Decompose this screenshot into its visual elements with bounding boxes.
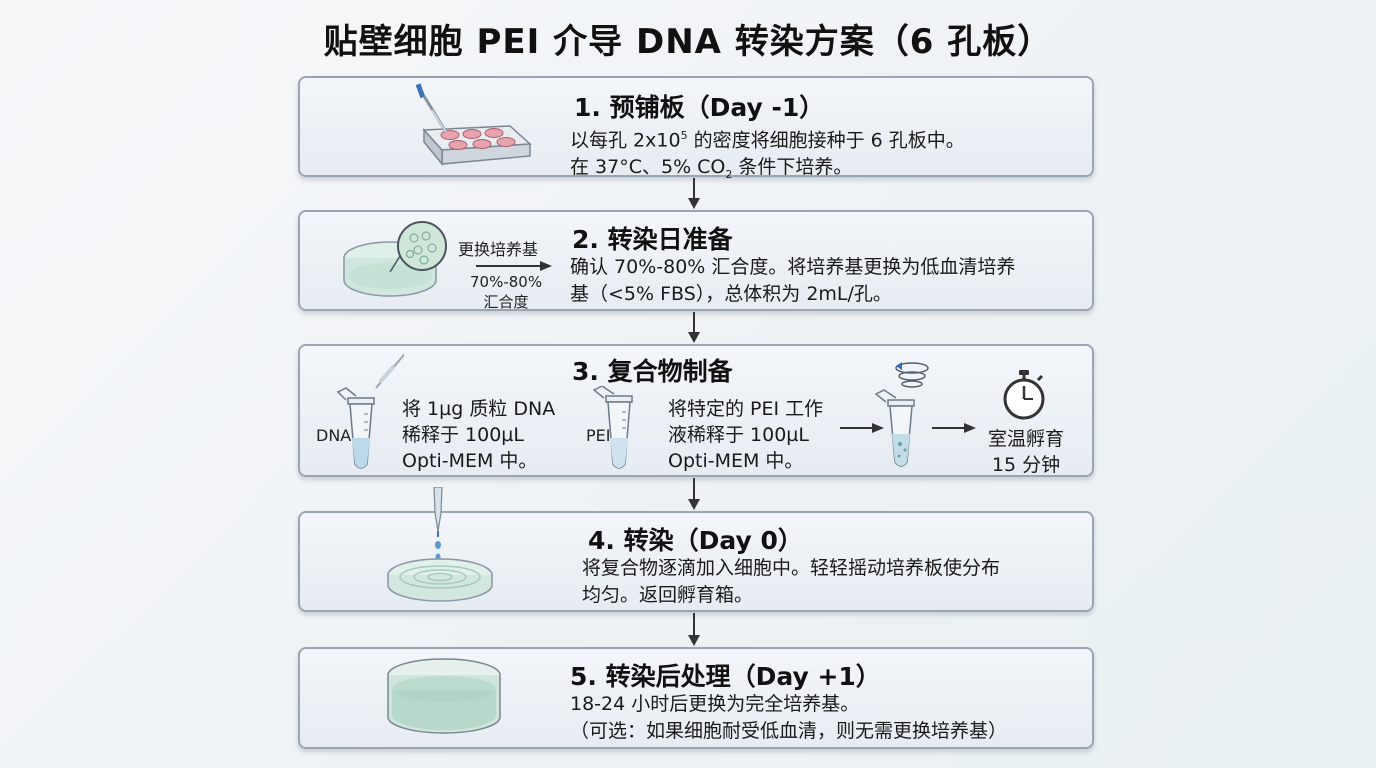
arrow-down-4 — [688, 613, 700, 646]
step-1-line2b: 条件下培养。 — [732, 156, 853, 179]
dropper-dish-icon — [387, 487, 493, 602]
step-2-heading: 2. 转染日准备 — [572, 225, 733, 254]
stopwatch-icon — [1003, 370, 1045, 420]
dna-label: DNA — [316, 426, 352, 445]
step-2-text: 确认 70%-80% 汇合度。将培养基更换为低血清培养 基（<5% FBS），总… — [570, 254, 1015, 308]
pei-label: PEI — [586, 426, 611, 445]
step-2-confluence-label: 汇合度 — [483, 293, 529, 311]
step-2-box: 更换培养基 70%-80% 汇合度 2. 转染日准备 确认 70%-80% 汇合… — [298, 210, 1094, 311]
arrow-right-icon — [932, 423, 976, 433]
step-4-box: 4. 转染（Day 0） 将复合物逐滴加入细胞中。轻轻摇动培养板使分布 均匀。返… — [298, 487, 1094, 612]
step-2-confluence: 70%-80% — [470, 273, 543, 291]
step-5-line1: 18-24 小时后更换为完全培养基。 — [570, 693, 860, 715]
step-1-sub: 2 — [725, 168, 733, 182]
pei-text: 将特定的 PEI 工作 液稀释于 100µL Opti-MEM 中。 — [668, 396, 823, 474]
step-5-box: 5. 转染后处理（Day +1） 18-24 小时后更换为完全培养基。 （可选：… — [298, 647, 1094, 749]
step-5-text: 18-24 小时后更换为完全培养基。 （可选：如果细胞耐受低血清，则无需更换培养… — [570, 691, 1007, 745]
dna-tube-icon — [336, 353, 404, 469]
step-1-line1a: 以每孔 2x10 — [570, 129, 681, 152]
step-1-text: 以每孔 2x105 的密度将细胞接种于 6 孔板中。 在 37°C、5% CO2… — [570, 122, 965, 188]
pei-line2: 液稀释于 100µL — [668, 424, 809, 446]
step-1-line2a: 在 37°C、5% CO — [570, 156, 726, 179]
step-1-sup: 5 — [680, 129, 688, 142]
culture-dish-icon — [387, 658, 501, 734]
step-2-side-bottom: 70%-80% 汇合度 — [470, 272, 542, 312]
step-4-heading: 4. 转染（Day 0） — [588, 526, 803, 555]
petri-dish-magnifier-icon — [343, 221, 447, 297]
step-4-line1: 将复合物逐滴加入细胞中。轻轻摇动培养板使分布 — [582, 557, 1001, 579]
arrow-down-2 — [688, 312, 700, 343]
vortex-tube-icon — [874, 362, 929, 467]
step-2-side-top: 更换培养基 — [458, 240, 539, 259]
step-5-line2: （可选：如果细胞耐受低血清，则无需更换培养基） — [570, 720, 1008, 742]
step-2-line1: 确认 70%-80% 汇合度。将培养基更换为低血清培养 — [570, 256, 1016, 278]
step-3-heading: 3. 复合物制备 — [572, 357, 733, 386]
step-4-line2: 均匀。返回孵育箱。 — [582, 584, 754, 606]
dna-line1: 将 1µg 质粒 DNA — [402, 398, 556, 420]
pei-tube-icon — [592, 386, 633, 469]
step-1-heading: 1. 预铺板（Day -1） — [574, 93, 825, 122]
step-1-line1b: 的密度将细胞接种于 6 孔板中。 — [687, 129, 965, 152]
arrow-down-1 — [688, 178, 700, 209]
step-1-box: 1. 预铺板（Day -1） 以每孔 2x105 的密度将细胞接种于 6 孔板中… — [298, 76, 1094, 181]
dna-line3: Opti-MEM 中。 — [402, 450, 538, 472]
step-3-box: 3. 复合物制备 DNA 将 1µg 质粒 DNA 稀释于 100µL Opti… — [298, 344, 1094, 477]
dna-text: 将 1µg 质粒 DNA 稀释于 100µL Opti-MEM 中。 — [402, 396, 555, 474]
arrow-right-icon — [840, 423, 884, 433]
incubate-line1: 室温孵育 — [987, 428, 1064, 450]
step-2-line2: 基（<5% FBS），总体积为 2mL/孔。 — [570, 283, 892, 305]
page-title: 贴壁细胞 PEI 介导 DNA 转染方案（6 孔板） — [323, 22, 1053, 62]
step-5-heading: 5. 转染后处理（Day +1） — [570, 662, 881, 691]
pei-line1: 将特定的 PEI 工作 — [668, 398, 824, 420]
pei-line3: Opti-MEM 中。 — [668, 450, 804, 472]
six-well-plate-pipette-icon — [415, 83, 532, 167]
arrow-down-3 — [688, 478, 700, 510]
step-4-text: 将复合物逐滴加入细胞中。轻轻摇动培养板使分布 均匀。返回孵育箱。 — [582, 555, 1000, 609]
dna-line2: 稀释于 100µL — [402, 424, 524, 446]
arrow-right-icon — [476, 261, 552, 271]
incubate-text: 室温孵育 15 分钟 — [980, 426, 1072, 478]
incubate-line2: 15 分钟 — [991, 454, 1061, 476]
